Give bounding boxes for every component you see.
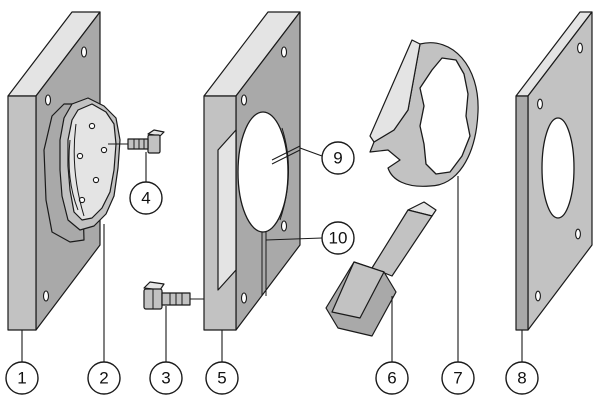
- adapter-edge-line: [68, 139, 79, 211]
- key-shaft: [371, 209, 433, 277]
- callout-10: 10: [321, 221, 355, 255]
- adapter-star-face: [67, 103, 117, 221]
- plate-5-hole: [240, 292, 248, 304]
- plate-1-front-face: [7, 95, 37, 331]
- callout-5-label: 5: [217, 369, 226, 388]
- callout-6-circle: [375, 361, 409, 395]
- part-9-marker: [271, 145, 301, 161]
- callout-2-label: 2: [99, 369, 108, 388]
- part-9-marker: [271, 149, 301, 165]
- plate-1-hole: [44, 94, 52, 106]
- screw-4-shank: [127, 138, 149, 150]
- screw-4-head: [147, 134, 161, 154]
- callout-9-label: 9: [333, 149, 342, 168]
- callout-7: 7: [441, 361, 475, 395]
- callout-4-label: 4: [141, 189, 150, 208]
- plate-1-hole: [42, 290, 50, 302]
- callout-8-circle: [505, 361, 539, 395]
- callout-6-label: 6: [387, 369, 396, 388]
- adapter-hole: [92, 176, 100, 184]
- plate-8-hole: [575, 228, 581, 240]
- callout-5-circle: [205, 361, 239, 395]
- part-6-hex-key: [325, 201, 437, 337]
- part-5-middle-plate: [203, 11, 301, 331]
- callout-5: 5: [205, 361, 239, 395]
- callout-4-circle: [129, 181, 163, 215]
- callout-7-label: 7: [453, 369, 462, 388]
- part-4-small-screw: [108, 129, 165, 154]
- callout-3-label: 3: [161, 369, 170, 388]
- callout-4: 4: [129, 181, 163, 215]
- callout-1-label: 1: [17, 369, 26, 388]
- callout-6: 6: [375, 361, 409, 395]
- plate-1-hole: [80, 46, 88, 58]
- callout-7-circle: [441, 361, 475, 395]
- plate-5-step: [217, 129, 237, 291]
- plate-8-bore: [541, 117, 575, 219]
- leader-lines: [21, 147, 523, 362]
- callout-2-circle: [87, 361, 121, 395]
- plate-5-hole: [240, 94, 248, 106]
- callout-10-circle: [321, 221, 355, 255]
- callout-2: 2: [87, 361, 121, 395]
- adapter-hole: [100, 146, 108, 154]
- spanner-inner-opening: [419, 57, 471, 175]
- part-3-hex-screw: [143, 281, 210, 310]
- plate-5-bore: [237, 111, 289, 233]
- spanner-arm-top: [369, 39, 421, 143]
- plate-5-bore-rim: [279, 127, 289, 221]
- callout-10-label: 10: [329, 229, 348, 248]
- adapter-hole: [88, 122, 96, 130]
- callouts: 1 2 3 4 5 6 7 8: [5, 141, 539, 395]
- callout-3: 3: [149, 361, 183, 395]
- part-7-spanner: [369, 39, 479, 187]
- callout-9: 9: [321, 141, 355, 175]
- callout-8-label: 8: [517, 369, 526, 388]
- plate-8-hole: [577, 42, 583, 54]
- plate-8-hole: [535, 290, 541, 302]
- part-8-thin-plate: [515, 11, 593, 331]
- plate-5-hole: [280, 220, 288, 232]
- callout-8: 8: [505, 361, 539, 395]
- plate-8-hole: [537, 98, 543, 110]
- adapter-edge-line: [73, 123, 85, 217]
- callout-3-circle: [149, 361, 183, 395]
- callout-9-circle: [321, 141, 355, 175]
- leader-10: [265, 237, 323, 241]
- callout-1: 1: [5, 361, 39, 395]
- key-grip-face: [331, 261, 385, 319]
- adapter-hole: [76, 152, 84, 160]
- plate-8-front-face: [515, 95, 529, 331]
- callout-1-circle: [5, 361, 39, 395]
- part-2-flange-adapter: [43, 97, 121, 243]
- leader-9: [299, 147, 323, 157]
- plate-5-hole: [280, 46, 288, 58]
